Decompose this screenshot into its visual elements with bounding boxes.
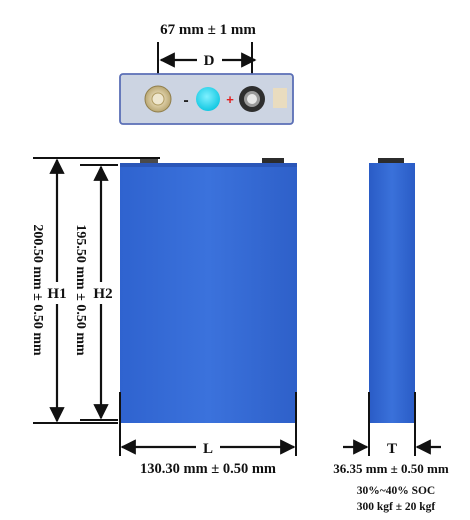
length-symbol: L bbox=[203, 441, 213, 457]
front-positive-terminal-stub bbox=[262, 158, 284, 163]
cell-body-top-edge bbox=[120, 163, 297, 167]
thickness-label: 36.35 mm ± 0.50 mm bbox=[333, 461, 449, 476]
safety-vent bbox=[196, 87, 220, 111]
positive-sign: + bbox=[226, 92, 234, 107]
body-height-label: 195.50 mm ± 0.50 mm bbox=[73, 224, 88, 356]
thickness-symbol: T bbox=[387, 441, 397, 457]
side-view: T 36.35 mm ± 0.50 mm 30%~40% SOC 300 kgf… bbox=[333, 158, 449, 513]
pitch-symbol-D: D bbox=[204, 53, 215, 69]
negative-sign: - bbox=[183, 92, 188, 109]
length-label: 130.30 mm ± 0.50 mm bbox=[140, 461, 276, 477]
front-negative-terminal-stub bbox=[140, 158, 158, 163]
overall-height-label: 200.50 mm ± 0.50 mm bbox=[30, 224, 45, 356]
front-view: H1 H2 200.50 mm ± 0.50 mm 195.50 mm ± 0.… bbox=[30, 157, 297, 477]
side-terminal-stub bbox=[378, 158, 404, 163]
positive-terminal bbox=[239, 86, 265, 112]
cell-body-side bbox=[369, 163, 415, 423]
cell-body-front bbox=[120, 163, 297, 423]
h1-symbol: H1 bbox=[47, 286, 66, 302]
soc-note: 30%~40% SOC bbox=[357, 485, 436, 497]
negative-terminal bbox=[144, 85, 172, 113]
force-note: 300 kgf ± 20 kgf bbox=[357, 501, 436, 513]
top-view: 67 mm ± 1 mm D - + bbox=[119, 22, 294, 125]
h2-symbol: H2 bbox=[93, 286, 112, 302]
top-label-pad bbox=[273, 88, 287, 108]
pitch-dimension-label: 67 mm ± 1 mm bbox=[160, 22, 256, 38]
